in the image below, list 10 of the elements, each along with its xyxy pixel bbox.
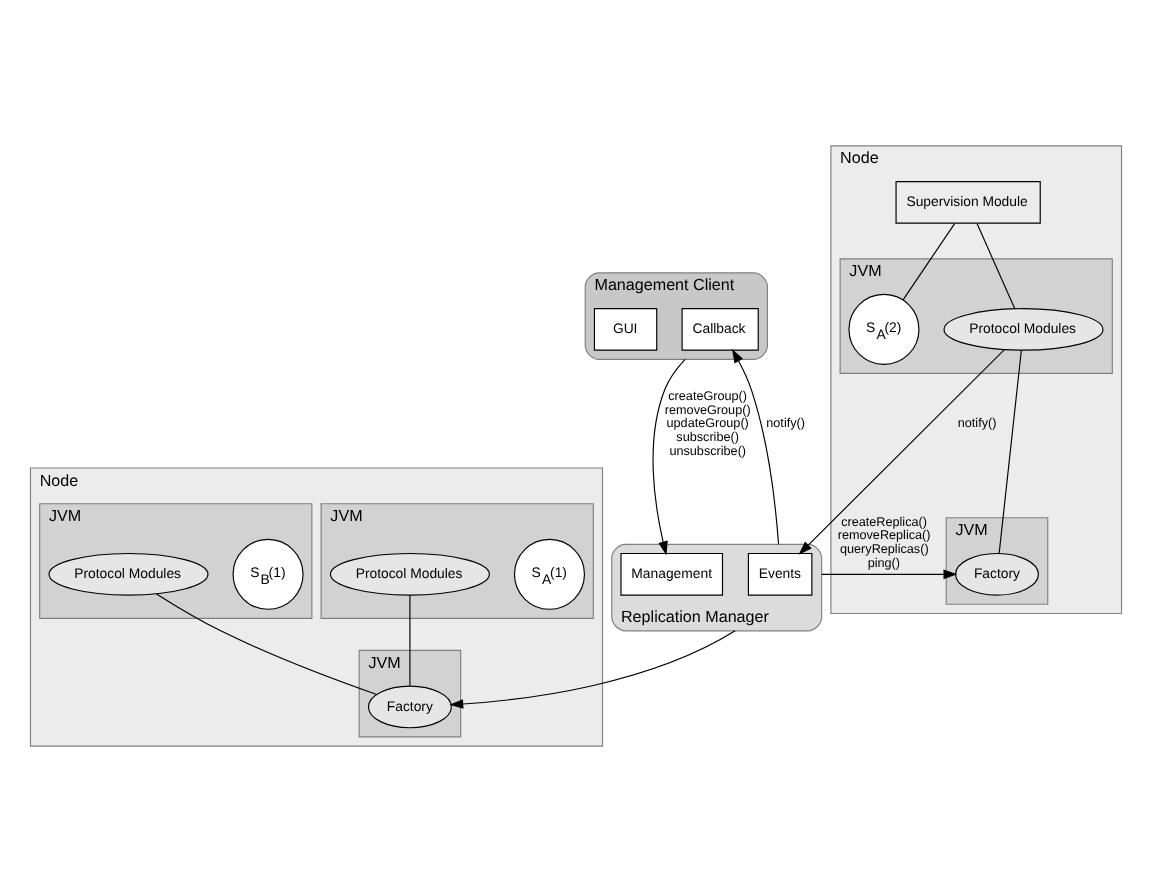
arrow — [798, 349, 1005, 555]
connector — [902, 222, 956, 301]
connector — [409, 594, 411, 687]
connector — [155, 593, 378, 696]
arrow — [732, 349, 780, 545]
connector — [976, 222, 1016, 310]
arrow — [821, 569, 958, 580]
arrow — [449, 630, 736, 709]
arrow — [652, 358, 686, 556]
connector — [998, 349, 1022, 554]
